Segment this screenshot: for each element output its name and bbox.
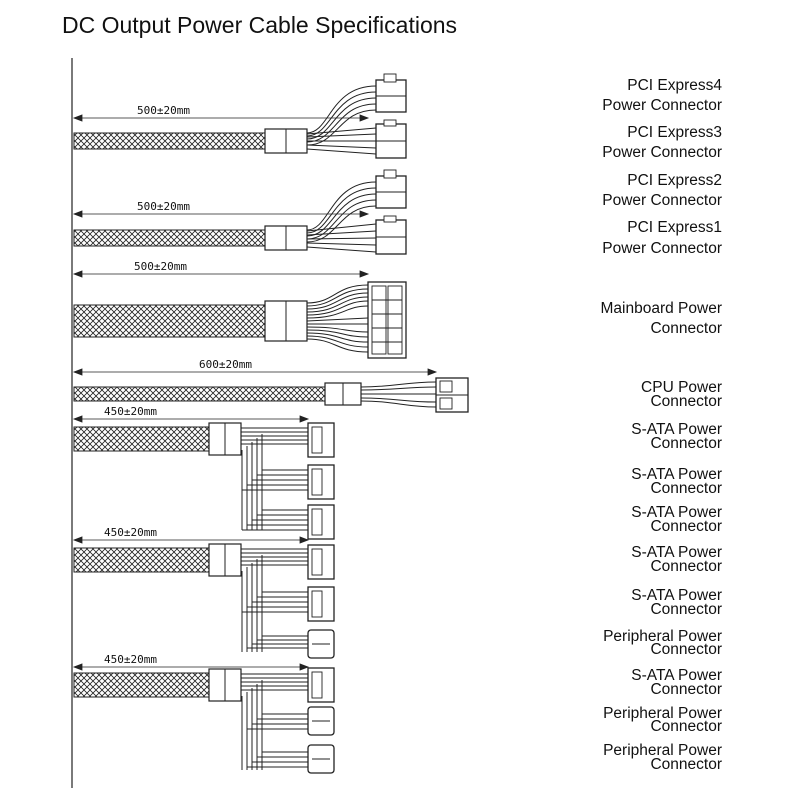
connector-label-pcie1-l2: Power Connector [602, 240, 722, 257]
cable-sata-3 [73, 667, 335, 774]
connector-label-sata5-l1: S-ATA Power [631, 587, 722, 604]
connector-label-sata6-l2: Connector [650, 681, 722, 698]
connector-labels: PCI Express4 Power Connector PCI Express… [601, 77, 723, 773]
connector-label-peripheral3-l2: Connector [650, 756, 722, 773]
dimension-2: 500±20mm [72, 200, 370, 218]
cable-mainboard [73, 281, 407, 359]
dimension-5: 450±20mm [72, 405, 310, 423]
dimension-label: 450±20mm [104, 653, 157, 666]
cable-cpu [73, 377, 469, 413]
connector-label-pcie3-l2: Power Connector [602, 144, 722, 161]
dimension-lines: 500±20mm 500±20mm 500±20mm 600±20mm 450±… [72, 104, 438, 671]
connector-label-sata3-l1: S-ATA Power [631, 504, 722, 521]
mesh-pattern [73, 547, 211, 573]
connector-label-cpu-l2: Connector [650, 393, 722, 410]
connector-label-sata4-l2: Connector [650, 558, 722, 575]
connector-label-peripheral2-l1: Peripheral Power [603, 705, 722, 722]
mesh-pattern [73, 304, 267, 338]
connector-label-peripheral1-l2: Connector [650, 641, 722, 658]
page-title: DC Output Power Cable Specifications [62, 12, 457, 38]
connector-label-sata3-l2: Connector [650, 518, 722, 535]
dimension-label: 600±20mm [199, 358, 252, 371]
connector-label-pcie1-l1: PCI Express1 [627, 219, 722, 236]
connector-label-pcie2-l1: PCI Express2 [627, 172, 722, 189]
cable-pcie-1-2 [73, 169, 407, 255]
connector-label-sata5-l2: Connector [650, 601, 722, 618]
connector-label-mainboard-l2: Connector [650, 320, 722, 337]
mesh-pattern [73, 672, 211, 698]
cable-sata-1 [73, 422, 335, 540]
connector-label-cpu-l1: CPU Power [641, 379, 722, 396]
dimension-4: 600±20mm [72, 358, 438, 376]
dimension-3: 500±20mm [72, 260, 370, 278]
dimension-label: 450±20mm [104, 526, 157, 539]
connector-label-peripheral3-l1: Peripheral Power [603, 742, 722, 759]
mesh-pattern [73, 386, 327, 402]
connector-label-sata1-l2: Connector [650, 435, 722, 452]
connector-label-peripheral2-l2: Connector [650, 718, 722, 735]
dimension-label: 500±20mm [137, 200, 190, 213]
connector-label-sata4-l1: S-ATA Power [631, 544, 722, 561]
connector-label-sata2-l1: S-ATA Power [631, 466, 722, 483]
dimension-1: 500±20mm [72, 104, 370, 122]
connector-label-sata1-l1: S-ATA Power [631, 421, 722, 438]
connector-label-pcie3-l1: PCI Express3 [627, 124, 722, 141]
mesh-pattern [73, 132, 267, 150]
cable-pcie-3-4 [73, 73, 407, 159]
connector-label-peripheral1-l1: Peripheral Power [603, 628, 722, 645]
connector-label-pcie4-l2: Power Connector [602, 97, 722, 114]
cable-sata-2 [73, 543, 335, 659]
dimension-label: 500±20mm [137, 104, 190, 117]
connector-label-sata6-l1: S-ATA Power [631, 667, 722, 684]
connector-label-mainboard-l1: Mainboard Power [601, 300, 722, 317]
dimension-6: 450±20mm [72, 526, 310, 544]
connector-label-sata2-l2: Connector [650, 480, 722, 497]
dimension-7: 450±20mm [72, 653, 310, 671]
mesh-pattern [73, 229, 267, 247]
connector-label-pcie4-l1: PCI Express4 [627, 77, 722, 94]
mesh-pattern [73, 426, 211, 452]
dimension-label: 450±20mm [104, 405, 157, 418]
dimension-label: 500±20mm [134, 260, 187, 273]
connector-label-pcie2-l2: Power Connector [602, 192, 722, 209]
